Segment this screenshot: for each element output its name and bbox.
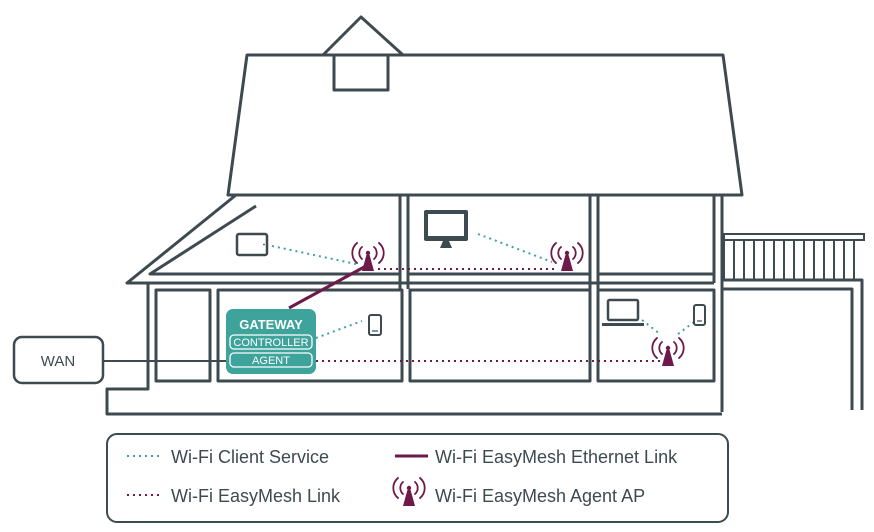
controller-label: CONTROLLER xyxy=(233,337,308,349)
house-outline xyxy=(105,15,744,416)
legend-client-service-label: Wi-Fi Client Service xyxy=(171,447,329,467)
phone-icon xyxy=(693,304,706,326)
wifi-link-tablet-ap xyxy=(271,245,357,265)
tablet-icon xyxy=(235,232,269,257)
wan-label: WAN xyxy=(41,353,75,370)
agent-ap-icon xyxy=(351,242,385,272)
ethernet-link-gateway-ap xyxy=(288,264,367,310)
legend-agent-ap-label: Wi-Fi EasyMesh Agent AP xyxy=(435,486,645,506)
gateway-box: GATEWAY CONTROLLER AGENT xyxy=(226,309,316,374)
laptop-icon xyxy=(602,298,644,326)
legend-ethernet-link-label: Wi-Fi EasyMesh Ethernet Link xyxy=(435,447,678,467)
agent-ap-icon xyxy=(550,242,584,272)
links xyxy=(103,233,695,362)
gateway-title: GATEWAY xyxy=(239,317,303,332)
phone-icon xyxy=(368,314,382,336)
wifi-link-monitor-ap xyxy=(477,233,553,263)
deck xyxy=(722,233,865,410)
wifi-link-phone-ap xyxy=(677,321,695,335)
wifi-link-gateway-phone xyxy=(315,320,363,339)
legend-easymesh-link-label: Wi-Fi EasyMesh Link xyxy=(171,486,341,506)
wan-box: WAN xyxy=(12,335,105,385)
wifi-link-laptop-ap xyxy=(641,319,661,335)
legend: Wi-Fi Client Service Wi-Fi EasyMesh Ethe… xyxy=(106,433,729,523)
agent-label: AGENT xyxy=(252,355,290,367)
agent-ap-icon xyxy=(651,337,685,367)
monitor-icon xyxy=(424,210,468,248)
